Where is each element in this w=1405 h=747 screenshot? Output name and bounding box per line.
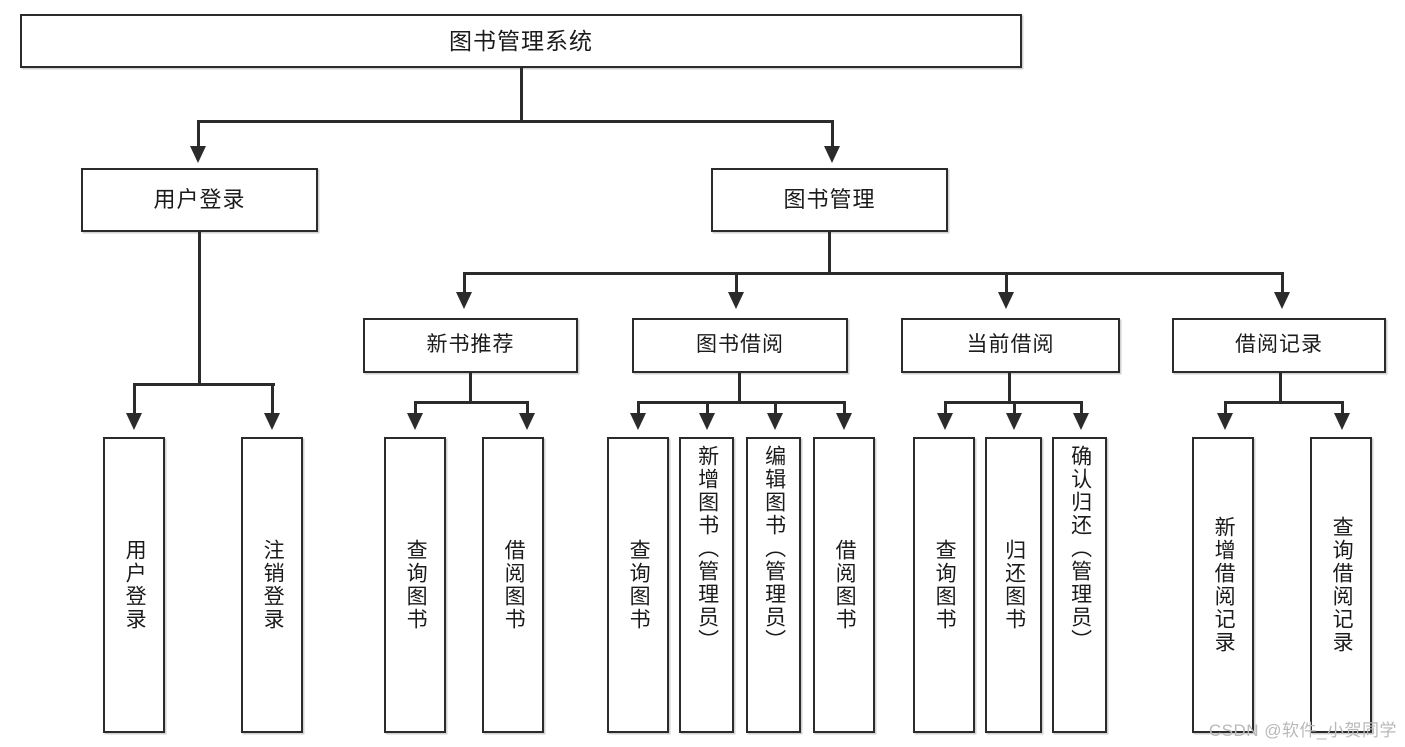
node-leaf-br-query-record[interactable]: 查询借阅记录 <box>1310 437 1372 733</box>
connector-user-login-bus <box>133 383 275 386</box>
connector-bm-to-book-borrow <box>735 272 738 294</box>
node-root-book-management-system[interactable]: 图书管理系统 <box>20 14 1022 68</box>
node-current-borrow[interactable]: 当前借阅 <box>901 318 1120 373</box>
connector-bb-stem <box>738 373 741 403</box>
arrowhead-new-book-recommend <box>456 292 472 309</box>
arrowhead-current-borrow <box>998 292 1014 309</box>
connector-nbr-leaf1 <box>414 401 417 415</box>
arrowhead-bb-add-book <box>699 413 715 430</box>
connector-nbr-leaf2 <box>526 401 529 415</box>
node-borrow-record[interactable]: 借阅记录 <box>1172 318 1386 373</box>
connector-cb-leaf2 <box>1013 401 1016 415</box>
connector-bm-to-current-borrow <box>1005 272 1008 294</box>
connector-cb-stem <box>1008 373 1011 403</box>
connector-book-management-stem <box>828 232 831 274</box>
connector-br-leaf2 <box>1341 401 1344 415</box>
connector-bm-to-borrow-record <box>1281 272 1284 294</box>
connector-br-leaf1 <box>1224 401 1227 415</box>
arrowhead-leaf-logout <box>264 413 280 430</box>
connector-nbr-bus <box>414 401 526 404</box>
arrowhead-bb-borrow-book <box>836 413 852 430</box>
node-book-borrow[interactable]: 图书借阅 <box>632 318 848 373</box>
arrowhead-br-add-record <box>1217 413 1233 430</box>
node-leaf-cb-return-book[interactable]: 归还图书 <box>985 437 1042 733</box>
arrowhead-user-login <box>190 146 206 163</box>
node-user-login[interactable]: 用户登录 <box>81 168 318 232</box>
arrowhead-cb-query-book <box>937 413 953 430</box>
arrowhead-nbr-borrow-book <box>519 413 535 430</box>
node-leaf-cb-confirm-return[interactable]: 确认归还（管理员） <box>1052 437 1107 733</box>
node-leaf-logout[interactable]: 注销登录 <box>241 437 303 733</box>
arrowhead-br-query-record <box>1334 413 1350 430</box>
connector-bb-leaf1 <box>637 401 640 415</box>
connector-bm-to-new-book <box>463 272 466 294</box>
node-leaf-bb-borrow-book[interactable]: 借阅图书 <box>813 437 875 733</box>
connector-bb-leaf3 <box>774 401 777 415</box>
connector-root-to-book-management <box>831 120 834 148</box>
connector-bb-leaf2 <box>706 401 709 415</box>
node-leaf-bb-add-book[interactable]: 新增图书（管理员） <box>679 437 734 733</box>
connector-bb-bus <box>637 401 845 404</box>
connector-book-management-bus <box>463 272 1281 275</box>
arrowhead-cb-confirm-return <box>1073 413 1089 430</box>
connector-br-stem <box>1279 373 1282 403</box>
node-leaf-nbr-query-book[interactable]: 查询图书 <box>384 437 446 733</box>
node-leaf-user-login[interactable]: 用户登录 <box>103 437 165 733</box>
node-leaf-bb-query-book[interactable]: 查询图书 <box>607 437 669 733</box>
arrowhead-book-management <box>824 146 840 163</box>
connector-root-to-user-login <box>197 120 200 148</box>
arrowhead-cb-return-book <box>1006 413 1022 430</box>
connector-bb-leaf4 <box>843 401 846 415</box>
node-leaf-bb-edit-book[interactable]: 编辑图书（管理员） <box>746 437 801 733</box>
connector-nbr-stem <box>469 373 472 403</box>
arrowhead-nbr-query-book <box>407 413 423 430</box>
connector-user-login-leaf1 <box>133 383 136 415</box>
connector-cb-leaf3 <box>1080 401 1083 415</box>
arrowhead-book-borrow <box>728 292 744 309</box>
node-leaf-cb-query-book[interactable]: 查询图书 <box>913 437 975 733</box>
node-new-book-recommend[interactable]: 新书推荐 <box>363 318 578 373</box>
connector-user-login-leaf2 <box>271 383 274 415</box>
arrowhead-bb-query-book <box>630 413 646 430</box>
connector-cb-leaf1 <box>944 401 947 415</box>
connector-root-stem <box>520 68 523 122</box>
node-book-management[interactable]: 图书管理 <box>711 168 948 232</box>
arrowhead-leaf-user-login <box>126 413 142 430</box>
node-leaf-nbr-borrow-book[interactable]: 借阅图书 <box>482 437 544 733</box>
arrowhead-borrow-record <box>1274 292 1290 309</box>
connector-br-bus <box>1224 401 1341 404</box>
node-leaf-br-add-record[interactable]: 新增借阅记录 <box>1192 437 1254 733</box>
arrowhead-bb-edit-book <box>767 413 783 430</box>
connector-user-login-stem <box>198 232 201 385</box>
connector-root-bus <box>197 120 833 123</box>
